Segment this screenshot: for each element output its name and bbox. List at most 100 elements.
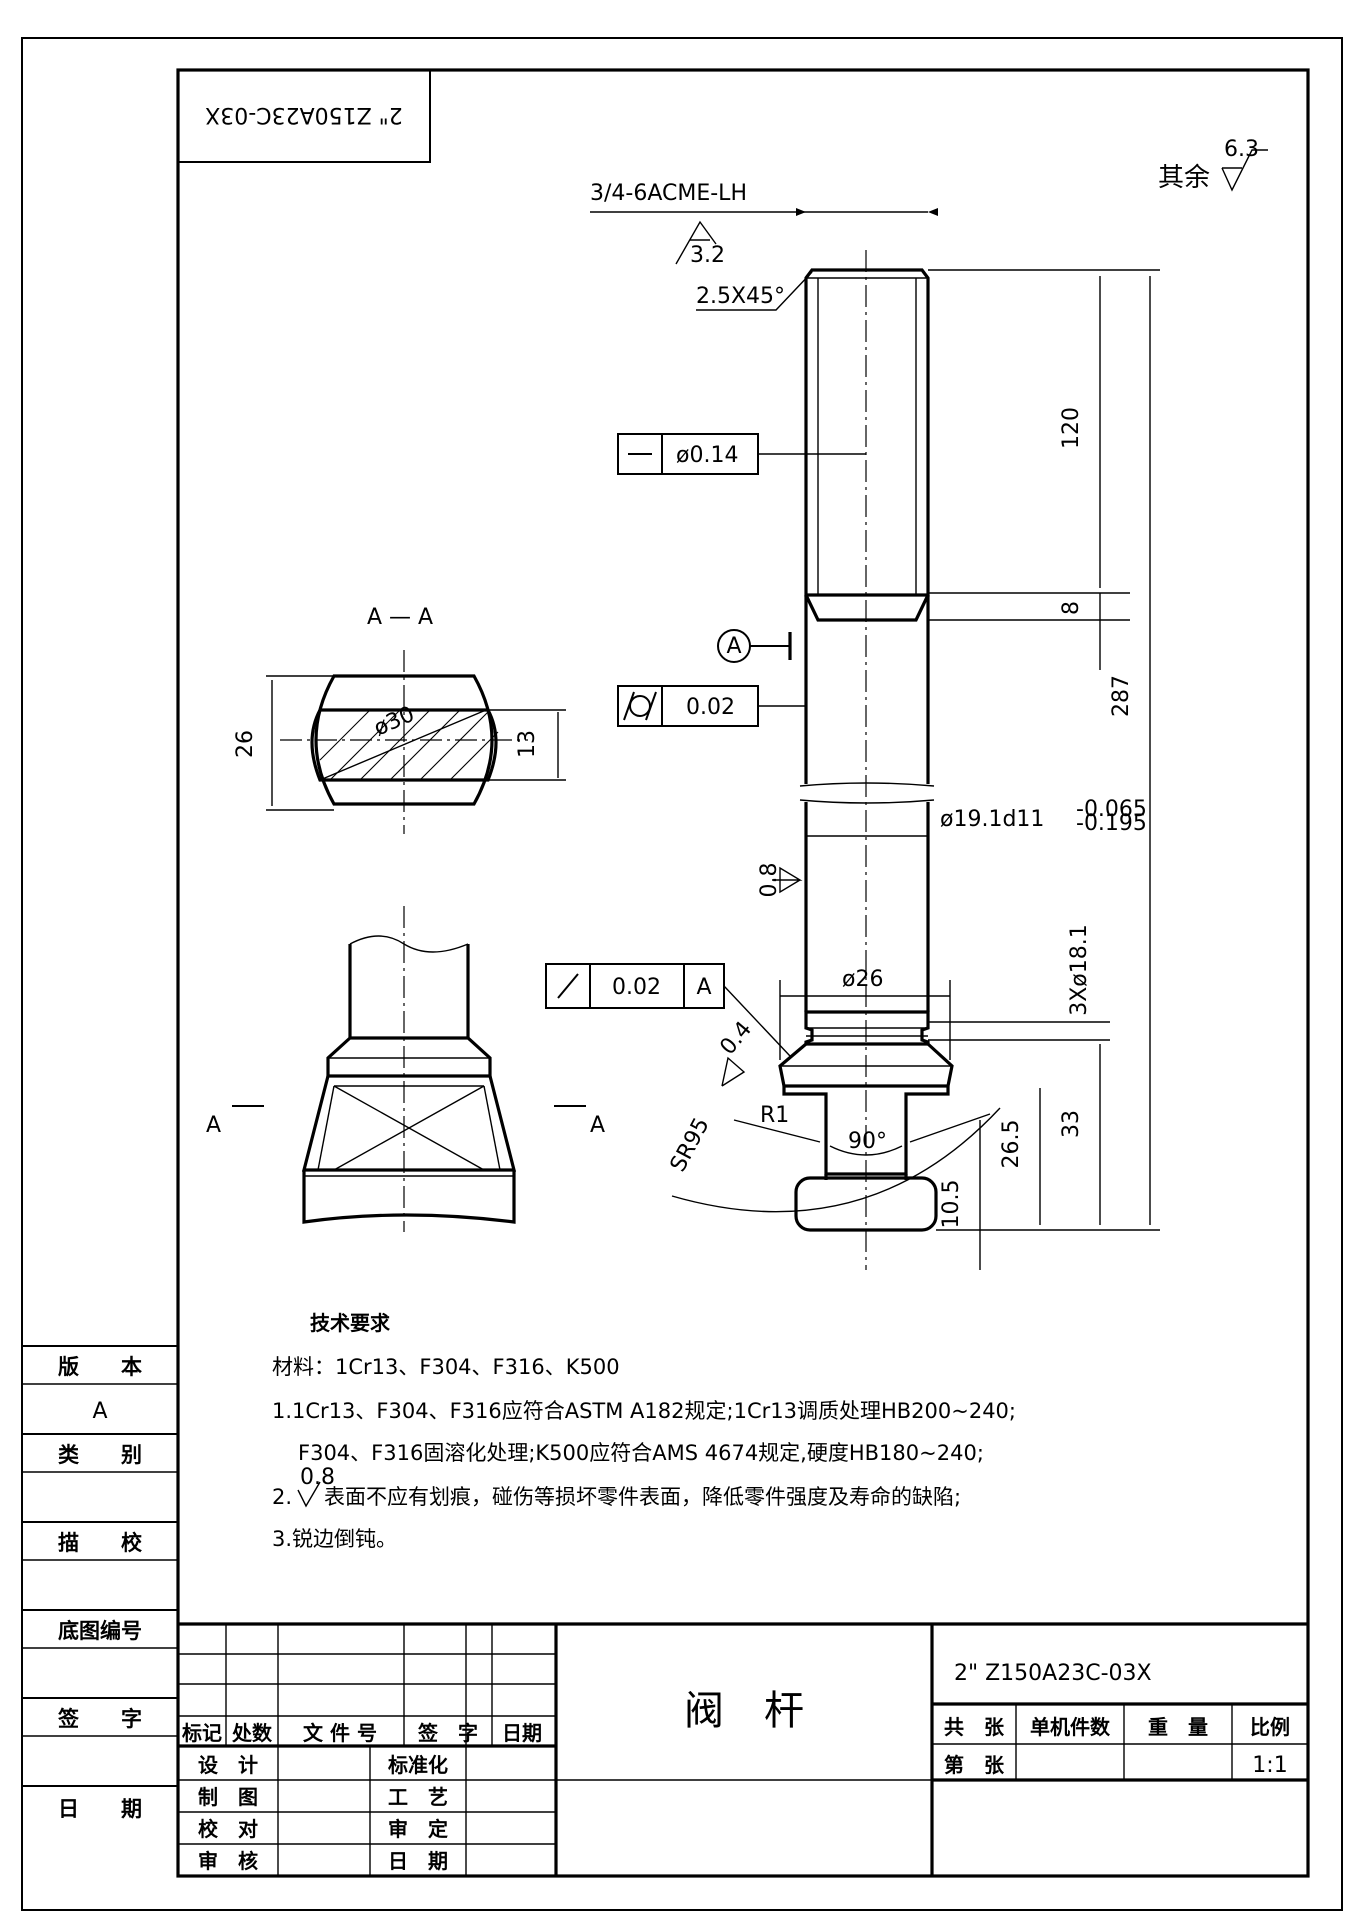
- thread-roughness: 3.2: [690, 243, 725, 268]
- dia-main: ø19.1d11: [940, 807, 1044, 832]
- seat-cone: [778, 1042, 954, 1088]
- tb-drawing-no: 2" Z150A23C-03X: [954, 1661, 1152, 1686]
- roughness-general-label: 其余: [1158, 163, 1210, 193]
- roughness-0-4-icon: [721, 1056, 746, 1087]
- datum-label: A: [726, 634, 741, 659]
- tb-col-file: 文 件 号: [303, 1721, 377, 1745]
- tol-lower: -0.195: [1076, 811, 1147, 836]
- thread-relief: [804, 594, 930, 622]
- chamfer-label: 2.5X45°: [696, 284, 785, 309]
- runout-icon: [557, 973, 579, 999]
- sr95-arc: [671, 1107, 1001, 1213]
- thread-spec: 3/4-6ACME-LH: [590, 181, 747, 206]
- dim-8: 8: [1059, 601, 1084, 615]
- cylindricity-icon: [629, 695, 651, 717]
- cylindricity-value: 0.02: [686, 695, 735, 720]
- tb-col-date: 日期: [502, 1721, 542, 1745]
- tb-process: 工 艺: [388, 1785, 448, 1809]
- tb-weight: 重 量: [1148, 1715, 1208, 1739]
- section-outline: [314, 674, 494, 806]
- stamp-text: 2" Z150A23C-03X: [205, 102, 403, 127]
- section-title: A — A: [367, 605, 433, 630]
- roughness-0-8-icon: [772, 866, 803, 894]
- rough-04: 0.4: [715, 1017, 757, 1060]
- side-collar: [326, 1036, 492, 1078]
- side-trapezoid: [301, 1075, 517, 1172]
- side-block: [22, 1345, 178, 1787]
- section-d26: 26: [233, 730, 258, 758]
- tech-line2-rough: 0.8: [300, 1465, 335, 1490]
- tb-col-sign: 签 字: [417, 1721, 478, 1745]
- tb-qty: 单机件数: [1030, 1715, 1111, 1739]
- dia-26: ø26: [842, 967, 883, 992]
- tb-col-mark: 标记: [182, 1721, 222, 1745]
- tb-standard: 标准化: [388, 1753, 448, 1777]
- dim-33: 33: [1059, 1110, 1084, 1138]
- tech-line1b: F304、F316固溶化处理;K500应符合AMS 4674规定,硬度HB180…: [298, 1441, 984, 1465]
- break-line-top: [799, 782, 935, 787]
- tech-line2: 表面不应有划痕，碰伤等损坏零件表面，降低零件强度及寿命的缺陷;: [324, 1485, 961, 1509]
- tb-total: 共 张: [944, 1715, 1005, 1739]
- inner-frame: [176, 68, 1310, 1878]
- tech-title: 技术要求: [310, 1311, 391, 1335]
- dim-287: 287: [1109, 675, 1134, 717]
- tb-scale-label: 比例: [1250, 1715, 1290, 1739]
- runout-datum: A: [696, 975, 711, 1000]
- stamp-box: [177, 69, 431, 163]
- break-line-bottom: [799, 799, 935, 804]
- tb-draw: 制 图: [198, 1785, 258, 1809]
- outer-frame: [21, 37, 1343, 1911]
- runout-value: 0.02: [612, 975, 661, 1000]
- side-category-label: 类 别: [58, 1443, 142, 1467]
- section-dia30: ø30: [370, 702, 418, 742]
- r1: R1: [760, 1103, 789, 1128]
- tech-line2-prefix: 2.: [272, 1485, 292, 1509]
- straightness-value: ø0.14: [676, 443, 738, 468]
- side-inner-r: [483, 1085, 501, 1171]
- angle-arc: [829, 1145, 903, 1156]
- tb-design: 设 计: [198, 1753, 258, 1777]
- angle-90: 90°: [848, 1129, 887, 1154]
- side-stem: [348, 944, 470, 1038]
- cylindricity-icon-lines: [623, 691, 657, 721]
- tech-line1: 1.1Cr13、F304、F316应符合ASTM A182规定;1Cr13调质处…: [272, 1399, 1016, 1423]
- dim-10-5: 10.5: [939, 1180, 964, 1229]
- tb-date: 日 期: [388, 1849, 448, 1873]
- section-dia-line: [319, 709, 487, 781]
- neck-outline: [782, 1086, 950, 1176]
- roughness-general-value: 6.3: [1224, 137, 1259, 162]
- side-head: [302, 1170, 516, 1224]
- rough-08: 0.8: [757, 863, 782, 898]
- thread-outline: [804, 268, 930, 597]
- tb-approve: 审 定: [388, 1817, 448, 1841]
- grooves: 3Xø18.1: [1067, 924, 1092, 1016]
- t-head: [794, 1176, 938, 1232]
- tb-scale-value: 1:1: [1252, 1753, 1287, 1778]
- side-trace-label: 描 校: [58, 1531, 143, 1555]
- side-base-label: 底图编号: [58, 1619, 142, 1643]
- section-hatch: [319, 709, 499, 781]
- tech-line3: 3.锐边倒钝。: [272, 1527, 397, 1551]
- tb-col-count: 处数: [231, 1721, 273, 1745]
- tech-material: 材料：1Cr13、F304、F316、K500: [272, 1355, 620, 1379]
- runout-leader: [723, 985, 791, 1057]
- dim-26-5: 26.5: [999, 1120, 1024, 1169]
- side-version-value: A: [92, 1399, 107, 1424]
- section-mark-left: A: [206, 1113, 221, 1138]
- title-block-grid: [178, 1622, 1308, 1876]
- roughness-3-2-icon: [675, 220, 717, 265]
- angle-lines: [733, 1113, 991, 1143]
- chamfer-leader: [696, 271, 813, 311]
- side-date-label: 日 期: [58, 1797, 142, 1821]
- dim-120: 120: [1059, 407, 1084, 449]
- side-version-label: 版 本: [58, 1355, 142, 1379]
- roughness-symbol-icon: [1221, 149, 1268, 192]
- side-cross-2: [333, 1085, 485, 1171]
- side-break: [349, 935, 469, 953]
- section-mark-right: A: [590, 1113, 605, 1138]
- tb-check: 校 对: [198, 1817, 258, 1841]
- tech-roughness-icon: [297, 1481, 321, 1508]
- tb-sheet: 第 张: [944, 1753, 1005, 1777]
- tb-part-name: 阀 杆: [684, 1688, 804, 1734]
